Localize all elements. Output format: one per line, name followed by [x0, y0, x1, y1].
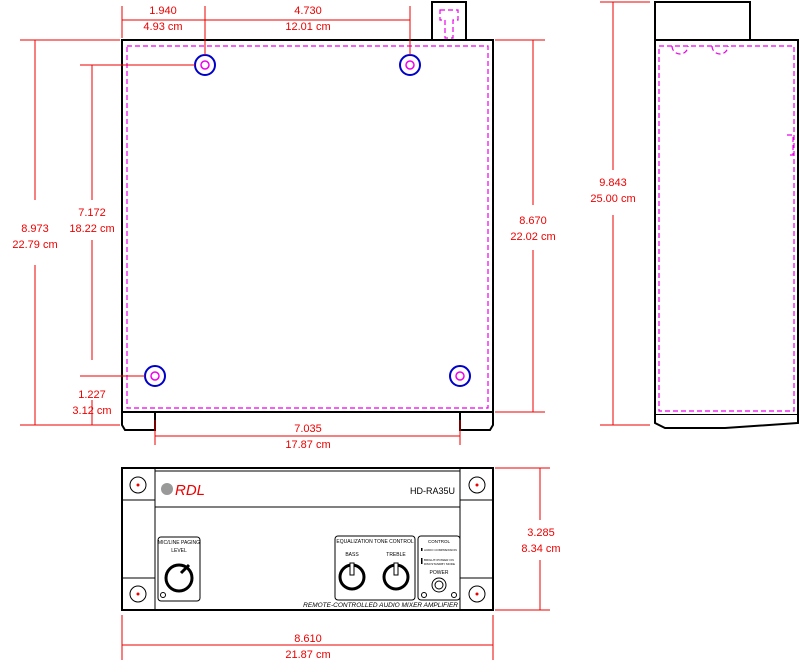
cm-label: 3.12 cm — [72, 405, 111, 417]
bass-label-label: BASS — [345, 552, 359, 558]
treble-knob[interactable] — [382, 562, 410, 591]
eq-title-label: EQUALIZATION TONE CONTROL — [336, 539, 413, 545]
cm-label: 21.87 cm — [285, 649, 330, 661]
in-label: 8.610 — [294, 633, 322, 645]
control-title-label: CONTROL — [428, 539, 450, 544]
model-number: HD-RA35U — [410, 486, 455, 496]
cm-label: 8.34 cm — [521, 543, 560, 555]
led-line1-label: BRIGHT=POWER ON — [424, 558, 454, 562]
in-label: 4.730 — [294, 5, 322, 17]
front-view-dimensions: 3.285 8.34 cm 8.610 21.87 cm — [121, 467, 561, 661]
audio-compression-label: AUDIO COMPRESSION — [424, 548, 457, 552]
hidden-outline — [126, 45, 489, 409]
rdl-logo-dot — [161, 483, 173, 495]
cm-label: 25.00 cm — [590, 193, 635, 205]
brand-logo: RDL — [175, 482, 205, 499]
in-label: 7.035 — [294, 423, 322, 435]
treble-label-label: TREBLE — [386, 552, 406, 558]
corner-screws — [129, 476, 486, 603]
in-label: 9.843 — [599, 177, 627, 189]
level-knob[interactable] — [164, 563, 194, 593]
power-label-label: POWER — [430, 570, 449, 576]
power-button[interactable] — [431, 577, 447, 593]
in-label: 7.172 — [78, 207, 106, 219]
in-label: 3.285 — [527, 527, 555, 539]
bass-knob[interactable] — [338, 562, 366, 591]
product-description: REMOTE-CONTROLLED AUDIO MIXER AMPLIFIER — [303, 602, 458, 609]
in-label: 8.973 — [21, 223, 49, 235]
cm-label: 4.93 cm — [143, 21, 182, 33]
led-line2-label: DIM=STANDBY MODE — [424, 562, 455, 566]
side-view: 9.843 25.00 cm — [590, 1, 799, 429]
cm-label: 18.22 cm — [69, 223, 114, 235]
cm-label: 22.02 cm — [510, 231, 555, 243]
in-label: 1.940 — [149, 5, 177, 17]
top-view — [121, 1, 494, 431]
mounting-tab — [431, 1, 467, 43]
chassis-side — [654, 39, 799, 416]
in-label: 8.670 — [519, 215, 547, 227]
cm-label: 12.01 cm — [285, 21, 330, 33]
cm-label: 17.87 cm — [285, 439, 330, 451]
front-view: RDL HD-RA35U MIC/LINE PAGING LEVEL EQUAL… — [121, 467, 494, 611]
chassis-top — [121, 39, 494, 413]
cm-label: 22.79 cm — [12, 239, 57, 251]
level-label-label: LEVEL — [171, 548, 187, 554]
in-label: 1.227 — [78, 389, 106, 401]
top-view-dimensions: 1.940 4.93 cm 4.730 12.01 cm 8.973 22.79… — [12, 5, 555, 451]
paging-title-label: MIC/LINE PAGING — [158, 540, 200, 546]
